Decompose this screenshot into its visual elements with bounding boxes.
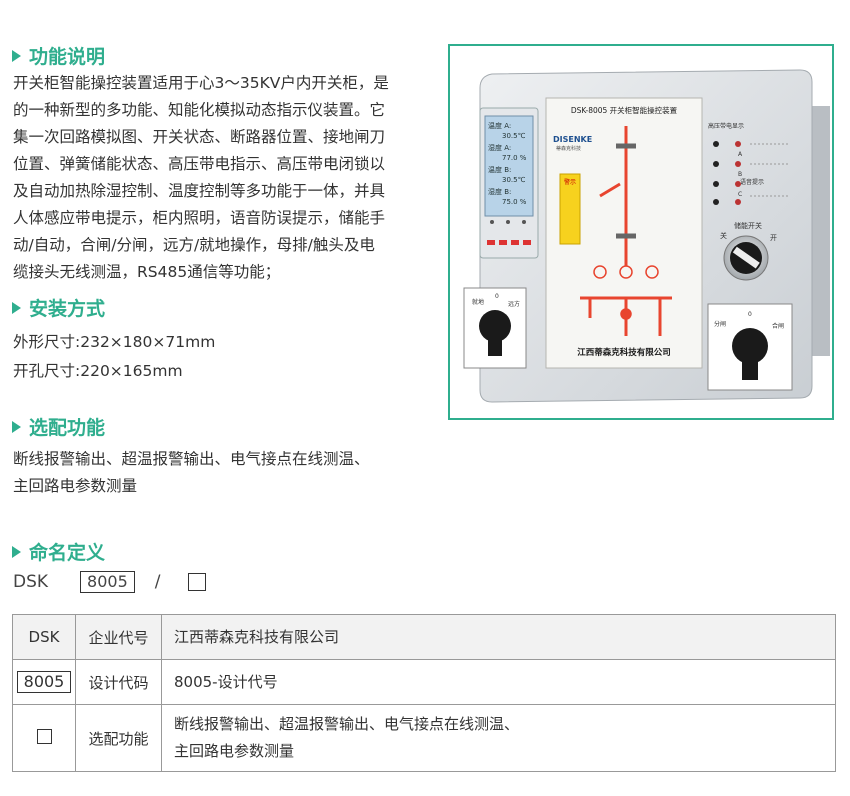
lcd-line: 77.0 %	[502, 154, 527, 162]
section-title-install: 安装方式	[12, 294, 105, 321]
lcd-line: 湿度 A:	[488, 143, 511, 152]
table-cell-name: 选配功能	[75, 704, 162, 772]
naming-definition-table: DSK 企业代号 江西蒂森克科技有限公司 8005 设计代码 8005-设计代号…	[12, 614, 836, 772]
lcd-line: 30.5℃	[502, 132, 526, 140]
phase-b-label: B	[738, 171, 742, 178]
indicator-leds	[713, 141, 741, 205]
table-row: 8005 设计代码 8005-设计代号	[12, 659, 836, 705]
function-description: 开关柜智能操控装置适用于心3～35KV户内开关柜，是 的一种新型的多功能、知能化…	[13, 70, 443, 286]
options-description: 断线报警输出、超温报警输出、电气接点在线测温、 主回路电参数测量	[13, 446, 370, 500]
lcd-readout: 温度 A: 30.5℃ 湿度 A: 77.0 % 温度 B: 30.5℃ 湿度 …	[488, 121, 527, 206]
desc-line: 主回路电参数测量	[174, 742, 295, 760]
section-title-options: 选配功能	[12, 413, 105, 440]
naming-separator: /	[154, 572, 161, 592]
open-close-zero-label: 0	[748, 311, 752, 318]
table-cell-desc: 江西蒂森克科技有限公司	[161, 614, 836, 660]
phase-labels: A B C	[738, 151, 743, 198]
open-label: 分闸	[714, 320, 726, 328]
mimic-ct-symbols	[593, 265, 659, 320]
mimic-switch-bars	[616, 143, 636, 239]
install-specs: 外形尺寸:232×180×71mm 开孔尺寸:220×165mm	[13, 328, 215, 386]
storage-off-label: 关	[720, 231, 727, 240]
table-row: 选配功能 断线报警输出、超温报警输出、电气接点在线测温、 主回路电参数测量	[12, 704, 836, 772]
section-title-naming: 命名定义	[12, 538, 105, 565]
text-line: 的一种新型的多功能、知能化模拟动态指示仪装置。它	[13, 101, 386, 119]
warning-label	[559, 173, 581, 245]
hv-display-label: 高压带电显示	[708, 122, 744, 130]
text-line: 缆接头无线测温，RS485通信等功能；	[13, 263, 281, 281]
lcd-line: 温度 B:	[488, 165, 511, 174]
outer-dimensions: 外形尺寸:232×180×71mm	[13, 333, 216, 351]
table-cell-desc: 8005-设计代号	[161, 659, 836, 705]
cutout-dimensions: 开孔尺寸:220×165mm	[13, 362, 183, 380]
phase-a-label: A	[738, 151, 743, 158]
lcd-screen	[484, 115, 534, 217]
naming-formula: DSK 8005 /	[13, 571, 207, 593]
table-cell-desc: 断线报警输出、超温报警输出、电气接点在线测温、 主回路电参数测量	[161, 704, 836, 772]
triangle-bullet-icon	[12, 301, 21, 314]
text-line: 动/自动，合闸/分闸，远方/就地操作，母排/触头及电	[13, 236, 375, 254]
lcd-line: 温度 A:	[488, 121, 511, 130]
text-line: 主回路电参数测量	[13, 477, 138, 495]
table-cell-code: 8005	[12, 659, 76, 705]
product-photo: 温度 A: 30.5℃ 湿度 A: 77.0 % 温度 B: 30.5℃ 湿度 …	[448, 44, 834, 420]
open-close-handle	[742, 346, 758, 380]
zero-label: 0	[495, 293, 499, 300]
lcd-line: 30.5℃	[502, 176, 526, 184]
company-plate-text: 江西蒂森克科技有限公司	[577, 347, 671, 358]
desc-line: 8005-设计代号	[174, 672, 278, 691]
triangle-bullet-icon	[12, 545, 21, 558]
device-brand: DISENKE	[553, 135, 592, 144]
naming-prefix: DSK	[13, 572, 49, 592]
option-box	[36, 728, 52, 744]
device-side	[810, 106, 830, 356]
device-illustration: 温度 A: 30.5℃ 湿度 A: 77.0 % 温度 B: 30.5℃ 湿度 …	[463, 69, 830, 403]
triangle-bullet-icon	[12, 49, 21, 62]
desc-line: 断线报警输出、超温报警输出、电气接点在线测温、	[174, 715, 520, 733]
table-row: DSK 企业代号 江西蒂森克科技有限公司	[12, 614, 836, 660]
indicator-dots	[750, 143, 790, 197]
device-brand-sub: 蒂森克科技	[556, 145, 581, 152]
desc-line: 江西蒂森克科技有限公司	[174, 627, 340, 646]
storage-on-label: 开	[770, 234, 777, 242]
close-label: 合闸	[772, 322, 784, 330]
section-title-function: 功能说明	[12, 42, 105, 69]
storage-knob-marker	[732, 246, 760, 269]
section-title-text: 选配功能	[29, 417, 106, 439]
section-title-text: 命名定义	[29, 542, 106, 564]
naming-code-box: 8005	[80, 571, 135, 593]
voice-label: 语音提示	[740, 178, 764, 186]
phase-c-label: C	[738, 191, 742, 198]
lcd-buttons	[487, 220, 531, 245]
lcd-line: 75.0 %	[502, 198, 527, 206]
table-cell-code	[12, 704, 76, 772]
local-remote-handle	[488, 326, 502, 356]
mimic-diagram	[580, 126, 672, 336]
text-line: 位置、弹簧储能状态、高压带电指示、高压带电闭锁以	[13, 155, 386, 173]
text-line: 及自动加热除湿控制、温度控制等多功能于一体，并具	[13, 182, 386, 200]
lcd-line: 湿度 B:	[488, 187, 511, 196]
remote-label: 远方	[508, 300, 520, 308]
text-line: 人体感应带电提示，柜内照明，语音防误提示，储能手	[13, 209, 386, 227]
text-line: 开关柜智能操控装置适用于心3～35KV户内开关柜，是	[13, 74, 389, 92]
company-plate	[550, 342, 698, 360]
local-label: 就地	[472, 298, 484, 306]
naming-option-box	[188, 573, 207, 591]
code-box: 8005	[16, 671, 72, 693]
table-cell-code: DSK	[12, 614, 76, 660]
section-title-text: 功能说明	[29, 46, 106, 68]
storage-switch-label: 储能开关	[734, 221, 762, 230]
warning-label-text: 警示	[564, 178, 576, 186]
text-line: 集一次回路模拟图、开关状态、断路器位置、接地闸刀	[13, 128, 386, 146]
table-cell-name: 企业代号	[75, 614, 162, 660]
triangle-bullet-icon	[12, 420, 21, 433]
section-title-text: 安装方式	[29, 298, 106, 320]
text-line: 断线报警输出、超温报警输出、电气接点在线测温、	[13, 450, 370, 468]
device-model-label: DSK-8005 开关柜智能操控装置	[571, 105, 678, 115]
table-cell-name: 设计代码	[75, 659, 162, 705]
